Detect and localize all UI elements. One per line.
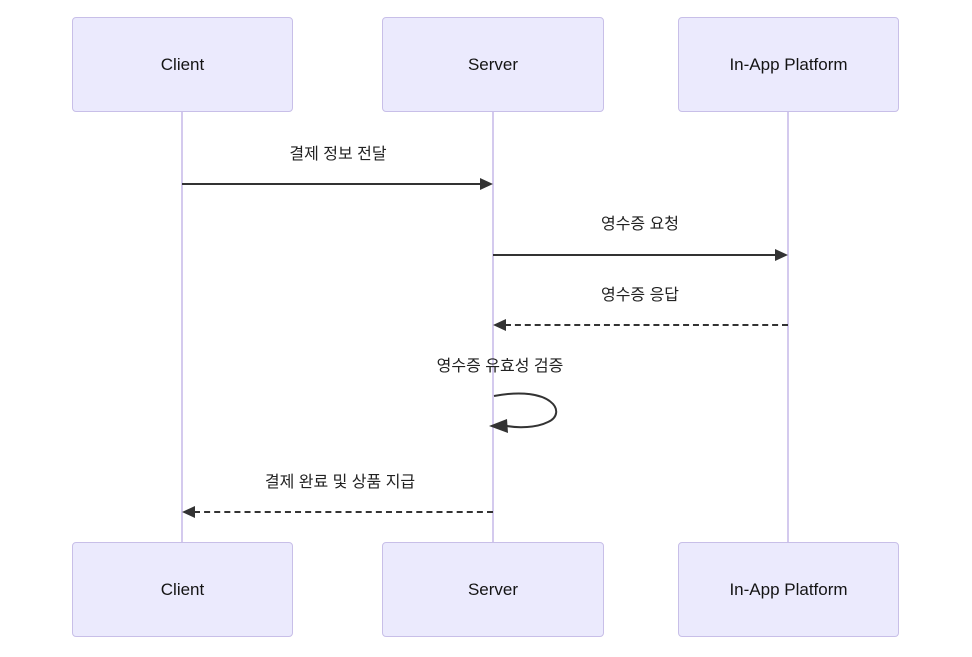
lifeline-client — [181, 112, 183, 542]
message-arrow-receipt-response — [505, 324, 788, 326]
message-arrow-receipt-request — [493, 254, 777, 256]
actor-top-server: Server — [382, 17, 604, 112]
actor-label: Server — [467, 54, 519, 74]
actor-label: In-App Platform — [729, 54, 848, 74]
arrowhead-left-icon — [182, 506, 195, 518]
actor-top-platform: In-App Platform — [678, 17, 899, 112]
actor-top-client: Client — [72, 17, 293, 112]
lifeline-platform — [787, 112, 789, 542]
message-label-payment-complete: 결제 완료 및 상품 지급 — [264, 474, 416, 491]
actor-bottom-client: Client — [72, 542, 293, 637]
arrowhead-left-icon — [493, 319, 506, 331]
actor-label: Client — [160, 579, 205, 599]
actor-label: Client — [160, 54, 205, 74]
message-label-receipt-validation: 영수증 유효성 검증 — [436, 358, 564, 375]
actor-label: In-App Platform — [729, 579, 848, 599]
message-label-receipt-request: 영수증 요청 — [600, 216, 680, 233]
message-arrow-payment-complete — [194, 511, 493, 513]
arrowhead-right-icon — [480, 178, 493, 190]
message-label-receipt-response: 영수증 응답 — [600, 287, 680, 304]
arrowhead-right-icon — [775, 249, 788, 261]
self-loop-arrow — [489, 392, 558, 433]
arrowhead-left-icon — [489, 419, 508, 433]
message-arrow-payment-info — [182, 183, 482, 185]
actor-label: Server — [467, 579, 519, 599]
actor-bottom-platform: In-App Platform — [678, 542, 899, 637]
actor-bottom-server: Server — [382, 542, 604, 637]
message-label-payment-info: 결제 정보 전달 — [289, 146, 387, 163]
